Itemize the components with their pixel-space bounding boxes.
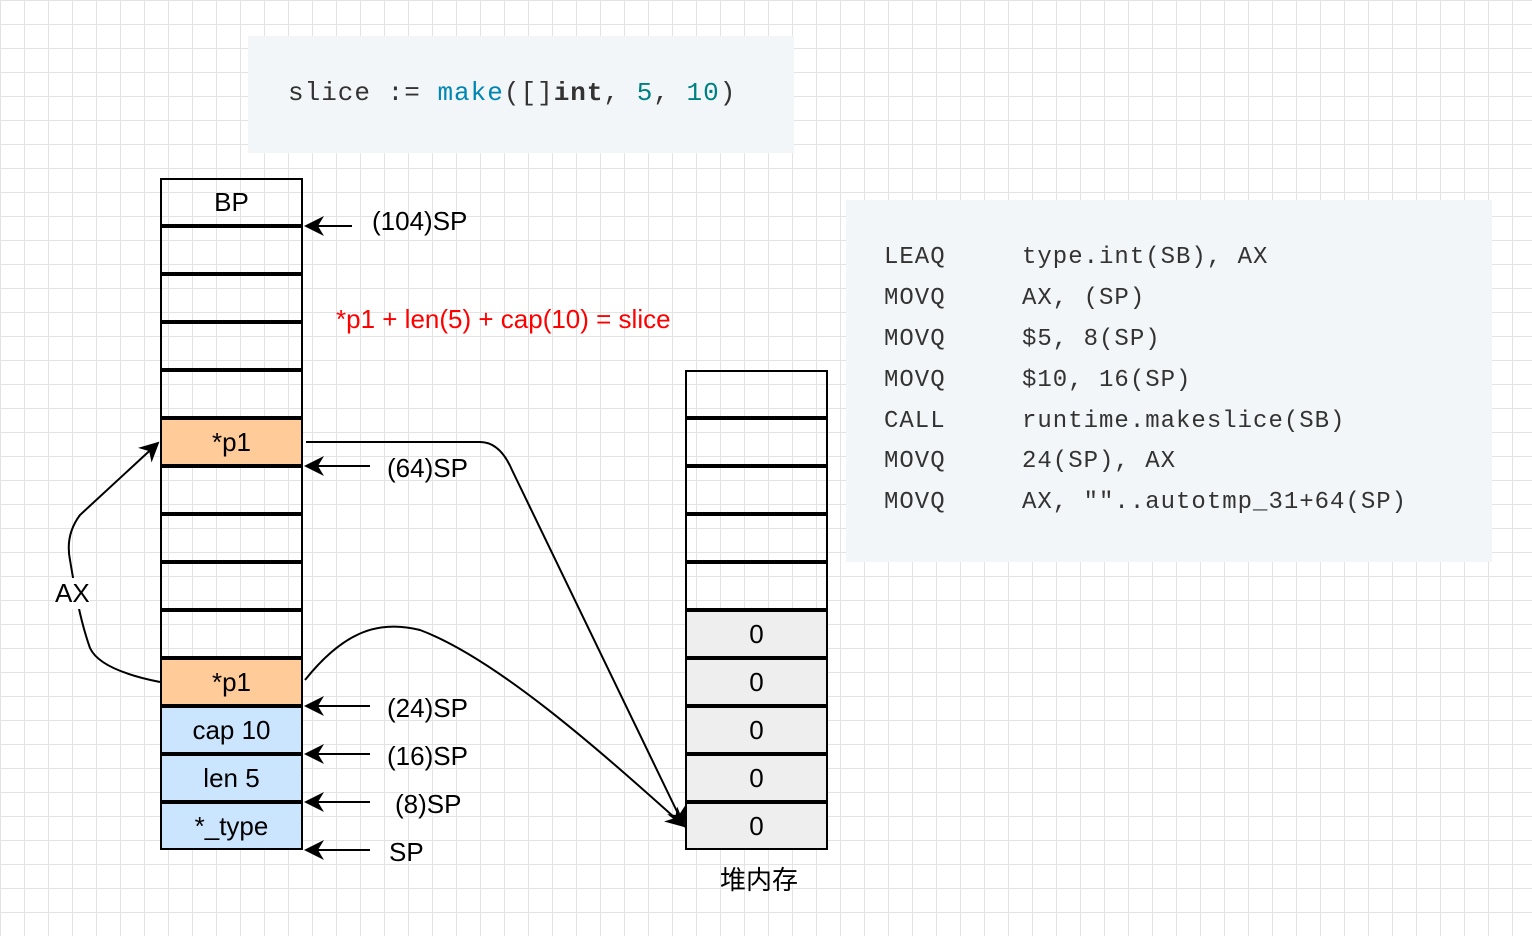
heap-cell-zero: 0 (685, 610, 828, 658)
slice-formula: *p1 + len(5) + cap(10) = slice (336, 304, 671, 334)
stack-cell (160, 370, 303, 418)
asm-arg: $10, 16(SP) (1022, 367, 1192, 394)
code-comma: , (603, 78, 621, 108)
code-op: := (387, 78, 421, 108)
asm-arg: AX, (SP) (1022, 285, 1146, 312)
stack-cell-p1-local: *p1 (160, 418, 303, 466)
asm-arg: type.int(SB), AX (1022, 244, 1269, 271)
code-cap: 10 (686, 78, 720, 108)
heap-cell (685, 418, 828, 466)
heap-cell (685, 514, 828, 562)
sp-label-64: (64)SP (387, 453, 468, 483)
code-fn: make (437, 78, 504, 108)
stack-cell-type: *_type (160, 802, 303, 850)
asm-arg: AX, ""..autotmp_31+64(SP) (1022, 489, 1408, 516)
code-type: int (553, 78, 604, 108)
asm-op: MOVQ (884, 489, 946, 516)
code-comma: , (653, 78, 670, 108)
ax-move-arrow (67, 441, 161, 683)
asm-op: MOVQ (884, 326, 946, 353)
asm-op: LEAQ (884, 244, 946, 271)
asm-op: MOVQ (884, 448, 946, 475)
asm-op: MOVQ (884, 285, 946, 312)
asm-arg: $5, 8(SP) (1022, 326, 1161, 353)
stack-cell (160, 274, 303, 322)
heap-label: 堆内存 (720, 865, 799, 895)
code-line: slice := make([]int, 5, 10) (288, 78, 736, 108)
asm-op: CALL (884, 408, 946, 435)
code-len: 5 (636, 78, 654, 108)
heap-cell-zero: 0 (685, 706, 828, 754)
sp-label-104: (104)SP (372, 206, 468, 236)
sp-label-24: (24)SP (387, 693, 468, 723)
stack-cell-bp: BP (160, 178, 303, 226)
asm-op: MOVQ (884, 367, 946, 394)
stack-cell (160, 322, 303, 370)
p1-ret-to-heap-arrow (304, 625, 686, 828)
stack-cell-len: len 5 (160, 754, 303, 802)
heap-cell (685, 466, 828, 514)
p1-to-heap-arrow (306, 441, 686, 828)
stack-cell (160, 466, 303, 514)
stack-cell (160, 610, 303, 658)
stack-cell-p1-return: *p1 (160, 658, 303, 706)
heap-cell (685, 562, 828, 610)
sp-label-8: (8)SP (395, 789, 462, 819)
asm-arg: 24(SP), AX (1022, 448, 1177, 475)
ax-register-label: AX (55, 578, 90, 609)
stack-cell (160, 226, 303, 274)
code-var: slice (288, 78, 372, 108)
assembly-code-block: LEAQ type.int(SB), AX MOVQ AX, (SP) MOVQ $5… (846, 200, 1492, 562)
stack-cell-cap: cap 10 (160, 706, 303, 754)
asm-arg: runtime.makeslice(SB) (1022, 408, 1346, 435)
heap-cell-zero: 0 (685, 754, 828, 802)
code-snippet-make: slice := make([]int, 5, 10) (248, 36, 794, 153)
heap-cell (685, 370, 828, 418)
sp-label-16: (16)SP (387, 741, 468, 771)
code-open: ([] (503, 78, 554, 108)
heap-cell-zero: 0 (685, 802, 828, 850)
code-close: ) (719, 78, 737, 108)
stack-cell (160, 562, 303, 610)
sp-label-0: SP (389, 837, 424, 867)
stack-cell (160, 514, 303, 562)
heap-cell-zero: 0 (685, 658, 828, 706)
